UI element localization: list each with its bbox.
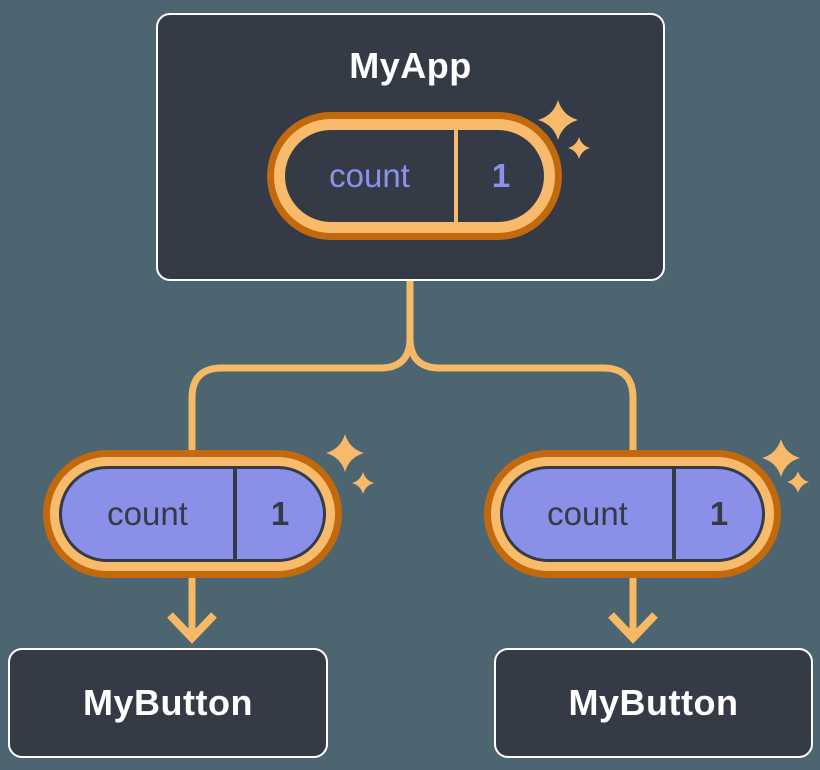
state-value-label: 1 — [491, 157, 511, 194]
state-pill-ring: count 1 — [274, 119, 555, 233]
arrow-down-icon — [608, 612, 658, 644]
prop-value-label: 1 — [709, 495, 729, 532]
component-title: MyApp — [349, 45, 472, 86]
prop-pill-right: count 1 — [484, 450, 781, 578]
sparkle-icon — [787, 471, 809, 493]
pill-divider — [454, 130, 458, 222]
arrow-down-icon — [167, 612, 217, 644]
prop-name-label: count — [547, 495, 628, 532]
component-box-mybutton-right: MyButton — [494, 648, 813, 758]
prop-pill-core: count 1 — [500, 466, 765, 562]
prop-name-label: count — [107, 495, 188, 532]
prop-pill-core: count 1 — [59, 466, 326, 562]
pill-divider — [233, 469, 237, 559]
prop-value-label: 1 — [270, 495, 290, 532]
state-pill-core: count 1 — [285, 130, 544, 222]
state-pill-myapp: count 1 — [267, 112, 562, 240]
sparkle-icon — [538, 100, 578, 140]
state-name-label: count — [329, 157, 410, 194]
sparkle-icon — [762, 439, 800, 477]
connector-root-to-right-child — [406, 280, 637, 456]
component-title: MyButton — [83, 682, 253, 723]
sparkle-icon — [326, 434, 364, 472]
prop-pill-ring: count 1 — [491, 457, 774, 571]
prop-pill-ring: count 1 — [50, 457, 335, 571]
component-title: MyButton — [568, 682, 739, 723]
component-box-mybutton-left: MyButton — [8, 648, 328, 758]
prop-pill-left: count 1 — [43, 450, 342, 578]
sparkle-icon — [352, 472, 374, 494]
pill-divider — [672, 469, 676, 559]
sparkle-icon — [568, 137, 590, 159]
